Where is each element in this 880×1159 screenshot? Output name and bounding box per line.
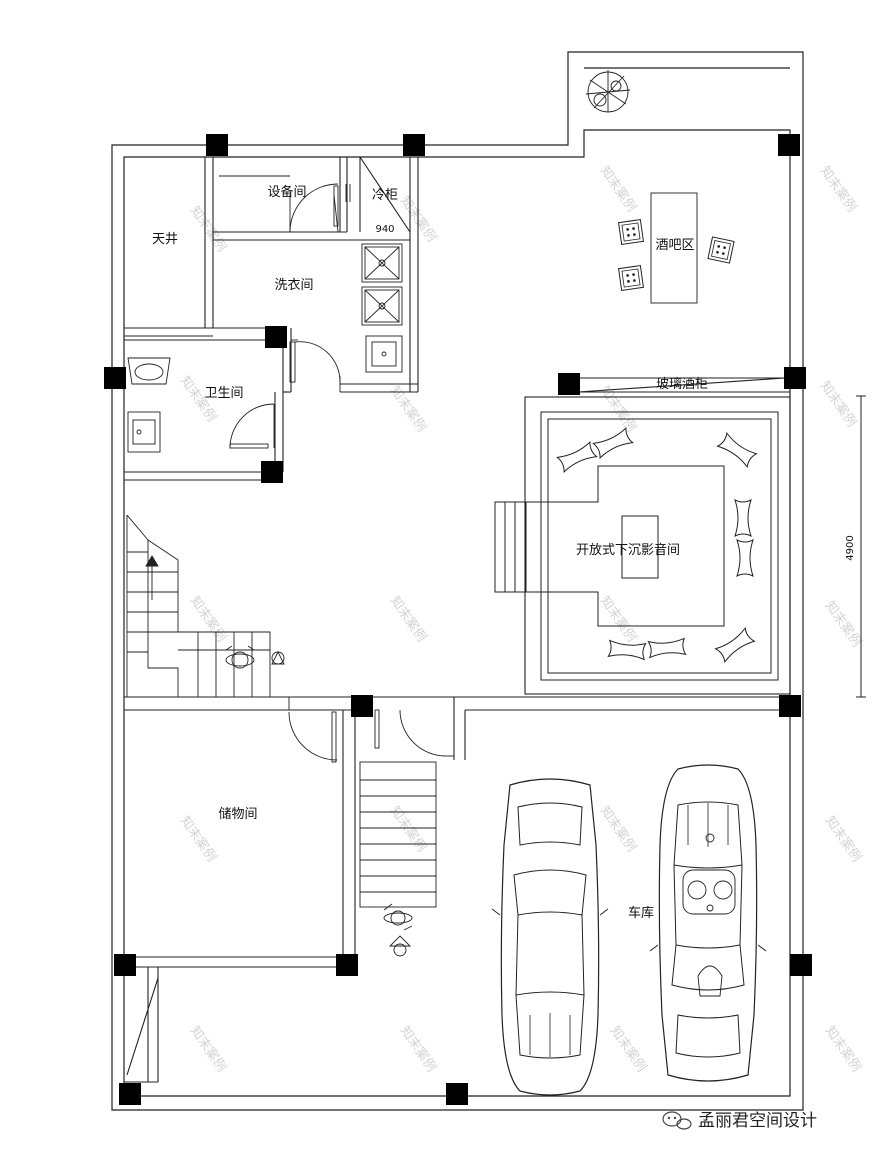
- column: [779, 695, 801, 717]
- room-label-theater: 开放式下沉影音间: [576, 542, 680, 558]
- watermark-text: 知末案例: [187, 593, 230, 645]
- bar-table: [650, 192, 698, 304]
- coffee-table: [621, 515, 659, 579]
- column: [790, 954, 812, 976]
- watermark-text: 知末案例: [387, 383, 430, 435]
- pillow: [734, 499, 752, 537]
- watermark-text: 知末案例: [397, 1023, 440, 1075]
- column: [104, 367, 126, 389]
- laundry-door: [289, 339, 341, 392]
- dimension-940: 940: [375, 224, 394, 235]
- column: [206, 134, 228, 156]
- room-label-storage: 储物间: [218, 807, 257, 822]
- room-label-laundry: 洗衣间: [274, 277, 313, 293]
- room-label-bar: 酒吧区: [655, 238, 694, 253]
- room-label-bathroom: 卫生间: [204, 386, 243, 401]
- garage-staircase: [359, 761, 437, 957]
- signature-text: 孟丽君空间设计: [698, 1111, 817, 1131]
- pillow: [592, 427, 634, 459]
- pillow: [736, 539, 754, 577]
- room-label-glass-cabinet: 玻璃酒柜: [656, 377, 708, 392]
- pillow: [717, 432, 757, 468]
- column: [265, 326, 287, 348]
- watermark-text: 知末案例: [822, 813, 865, 865]
- room-label-skywell: 天井: [152, 232, 178, 247]
- car: [649, 764, 767, 1082]
- doors: [229, 183, 454, 763]
- column: [784, 367, 806, 389]
- bar-chair: [707, 236, 735, 264]
- watermark-text: 知末案例: [822, 598, 865, 650]
- watermark-text: 知末案例: [177, 813, 220, 865]
- bar-chair: [618, 219, 644, 245]
- column: [558, 373, 580, 395]
- watermark-text: 知末案例: [597, 383, 640, 435]
- garage-door: [374, 709, 454, 757]
- room-label-garage: 车库: [628, 905, 654, 921]
- toilet: [127, 357, 171, 385]
- bathroom-sink: [127, 411, 161, 453]
- dimension-line: [856, 395, 866, 698]
- sunken-theater: [494, 411, 779, 681]
- interior-walls: [124, 156, 791, 1083]
- person-figure: [383, 903, 413, 957]
- car: [491, 778, 609, 1096]
- bathroom-door: [229, 403, 275, 449]
- column: [351, 695, 373, 717]
- signature-logo: [662, 1111, 692, 1130]
- bar-chair: [618, 265, 644, 291]
- pillow: [556, 441, 598, 473]
- column: [778, 134, 800, 156]
- room-label-equipment: 设备间: [267, 184, 306, 200]
- column: [446, 1083, 468, 1105]
- plant: [585, 70, 631, 113]
- fixtures: [127, 70, 735, 453]
- watermark-text: 知末案例: [607, 1023, 650, 1075]
- watermark-text: 知末案例: [822, 1023, 865, 1075]
- storage-door: [288, 697, 338, 763]
- equipment-room-door: [289, 183, 339, 233]
- room-label-cold-cabinet: 冷柜: [372, 188, 398, 203]
- watermark-text: 知末案例: [817, 378, 860, 430]
- column: [403, 134, 425, 156]
- washing-machine: [361, 286, 403, 326]
- watermark-text: 知末案例: [597, 163, 640, 215]
- car-details: [682, 833, 736, 997]
- person-figure: [225, 645, 285, 669]
- washing-machine: [361, 243, 403, 283]
- column: [119, 1083, 141, 1105]
- column: [261, 461, 283, 483]
- watermark-text: 知末案例: [597, 593, 640, 645]
- watermark-text: 知末案例: [597, 803, 640, 855]
- main-staircase: [126, 514, 285, 697]
- pillow: [715, 627, 755, 663]
- cabinet-door: [345, 184, 351, 202]
- column: [114, 954, 136, 976]
- watermark-text: 知末案例: [187, 203, 230, 255]
- pillow: [647, 637, 687, 659]
- column: [336, 954, 358, 976]
- dimension-4900: 4900: [845, 535, 856, 560]
- watermark-text: 知末案例: [387, 593, 430, 645]
- watermark-text: 知末案例: [187, 1023, 230, 1075]
- laundry-sink: [365, 335, 403, 373]
- watermark-text: 知末案例: [817, 163, 860, 215]
- watermark-text: 知末案例: [387, 803, 430, 855]
